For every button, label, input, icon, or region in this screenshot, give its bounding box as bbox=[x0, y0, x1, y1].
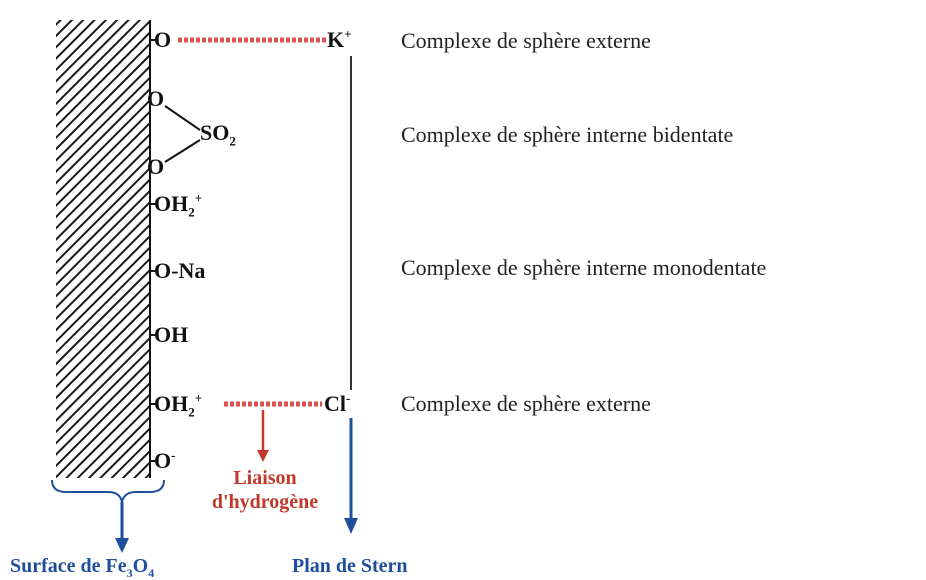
group-o-na: O-Na bbox=[154, 258, 206, 283]
surface-label: Surface de Fe3O4 bbox=[10, 555, 155, 580]
group-o-bottom: O bbox=[147, 154, 165, 179]
group-o-k: O bbox=[154, 27, 172, 52]
hbond-label: Liaison d'hydrogène bbox=[198, 468, 332, 512]
group-oh2-plus-a: OH2+ bbox=[154, 190, 203, 220]
ion-k-plus: K+ bbox=[327, 26, 352, 52]
group-oh2-plus-b: OH2+ bbox=[154, 390, 203, 420]
desc-outer-sphere-1: Complexe de sphère externe bbox=[401, 28, 651, 53]
desc-inner-monodentate: Complexe de sphère interne monodentate bbox=[401, 255, 767, 280]
surface-brace bbox=[51, 479, 165, 503]
surface-arrow-head bbox=[115, 538, 129, 553]
group-oh: OH bbox=[154, 322, 189, 347]
desc-inner-bidentate: Complexe de sphère interne bidentate bbox=[401, 122, 734, 147]
group-o-top: O bbox=[147, 86, 165, 111]
desc-outer-sphere-2: Complexe de sphère externe bbox=[401, 391, 651, 416]
stern-label: Plan de Stern bbox=[292, 555, 408, 577]
hbond-label-line1: Liaison bbox=[233, 467, 297, 489]
stern-arrow-head bbox=[344, 518, 358, 534]
group-so2: SO2 bbox=[200, 120, 236, 149]
ion-cl-minus: Cl- bbox=[324, 390, 351, 416]
hbond-arrow-head bbox=[257, 450, 269, 462]
group-o-minus: O- bbox=[154, 447, 176, 473]
hbond-label-line2: d'hydrogène bbox=[211, 491, 319, 513]
hatched-surface bbox=[56, 20, 150, 478]
bond-o-top-to-s bbox=[164, 105, 201, 131]
bond-o-bottom-to-s bbox=[164, 139, 201, 163]
